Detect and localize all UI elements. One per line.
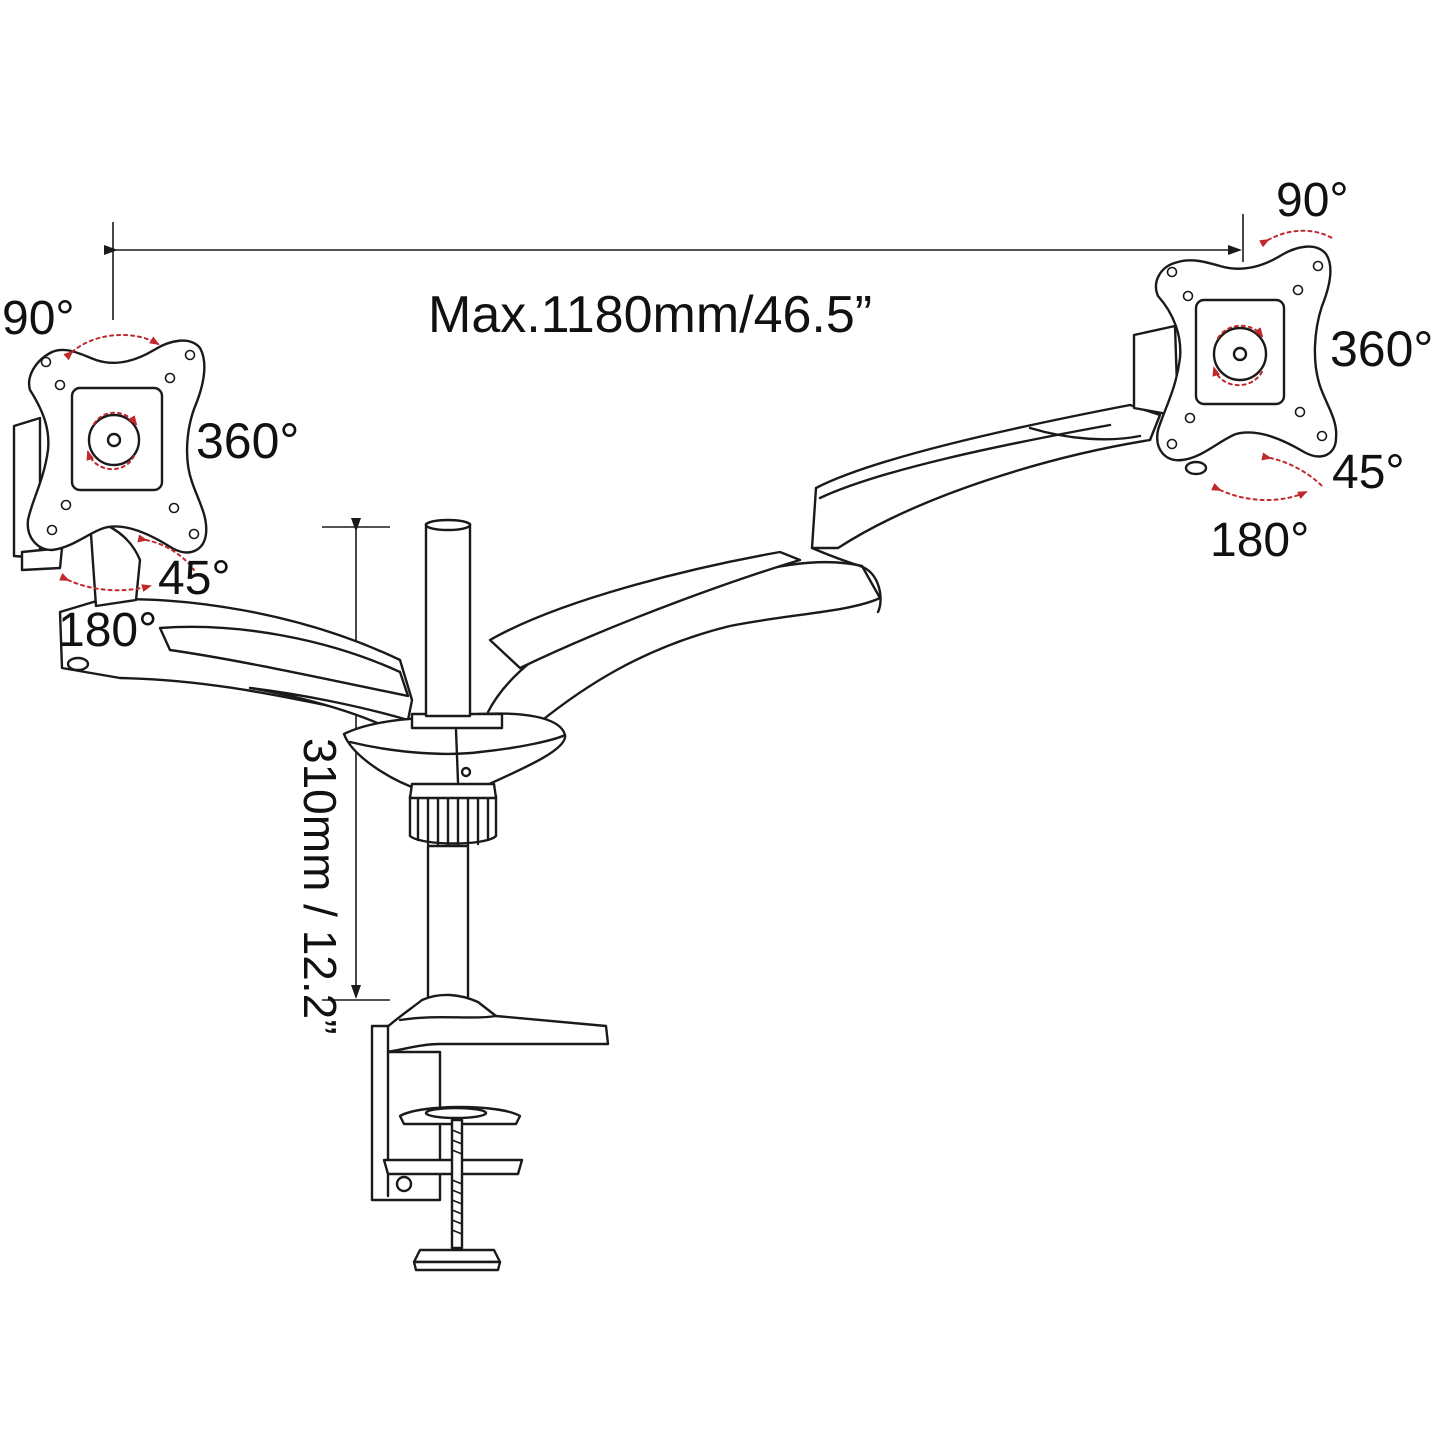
- pole: [424, 518, 472, 1004]
- right-tilt-label: 90°: [1276, 174, 1349, 227]
- left-rotate-label: 360°: [196, 413, 299, 469]
- right-rotate-label: 360°: [1330, 321, 1433, 377]
- max-width-label: Max.1180mm/46.5”: [428, 286, 872, 344]
- left-swivel-label: 45°: [158, 552, 231, 605]
- right-arm: [486, 324, 1180, 730]
- center-hub: [342, 712, 567, 848]
- right-swivel-label: 45°: [1332, 446, 1405, 499]
- width-dimension: [104, 214, 1244, 320]
- right-rotation-arrows: [1211, 229, 1333, 501]
- left-rotation-arrows: [59, 334, 195, 592]
- right-vesa-plate: [1154, 245, 1338, 476]
- left-tilt-label: 90°: [2, 292, 75, 345]
- desk-clamp: [370, 993, 610, 1272]
- height-dimension: [322, 518, 390, 1001]
- right-pan-label: 180°: [1210, 514, 1309, 567]
- left-pan-label: 180°: [58, 604, 157, 657]
- height-label: 310mm / 12.2”: [294, 738, 346, 1035]
- left-vesa-plate: [26, 339, 208, 554]
